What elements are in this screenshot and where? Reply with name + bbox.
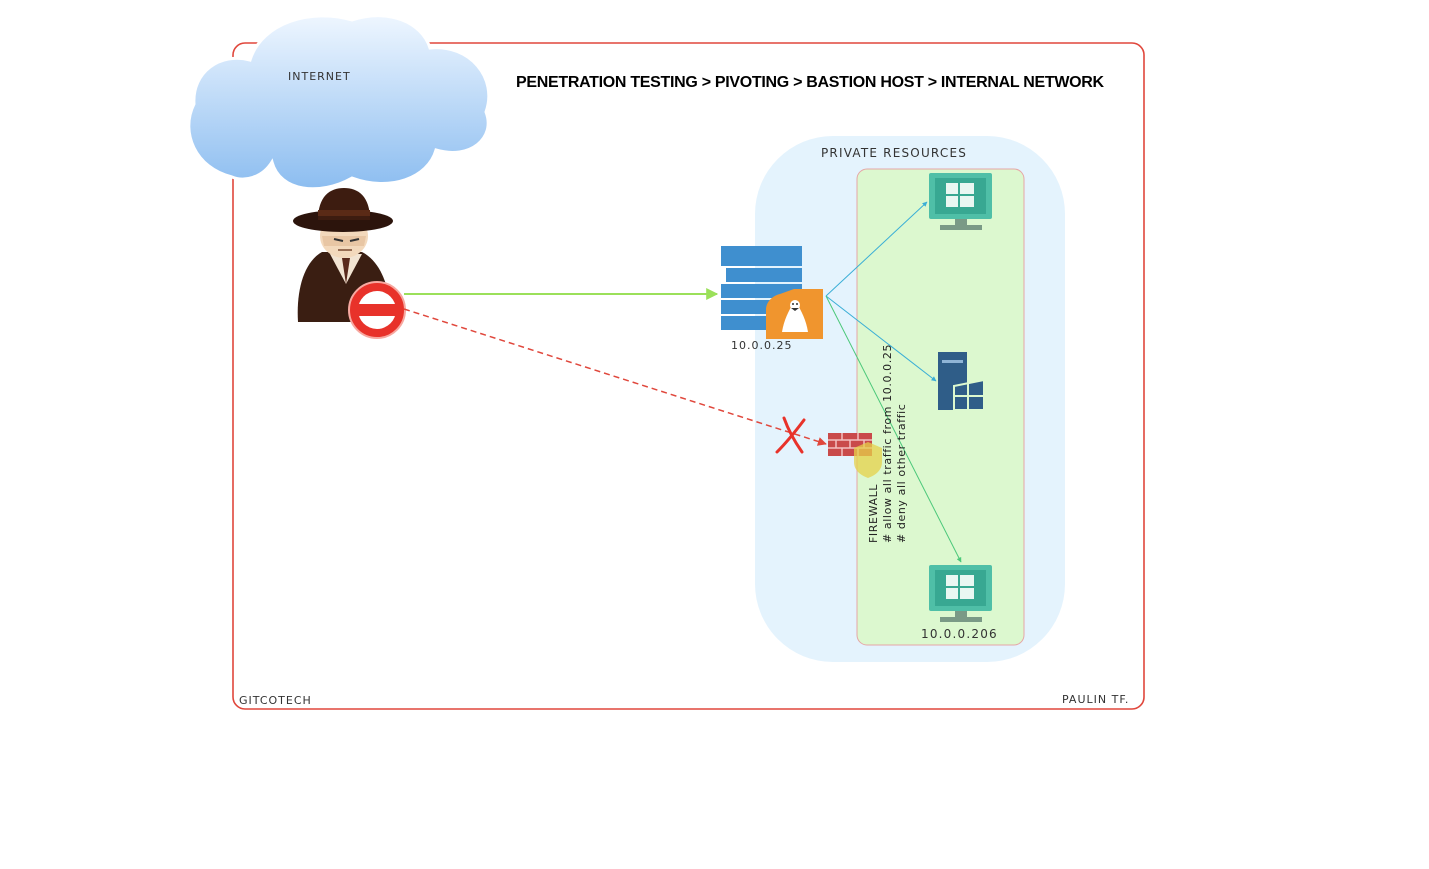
windows-desktop-icon [929, 173, 992, 230]
target-ip-label: 10.0.0.206 [921, 627, 998, 641]
private-resources-label: PRIVATE RESOURCES [821, 146, 968, 160]
hacker-icon [293, 188, 393, 322]
network-boundary-frame [232, 42, 1145, 710]
footer-right-label: PAULIN TF. [1062, 693, 1130, 706]
firewall-deny-rule: # deny all other traffic [895, 403, 908, 543]
cross-icon [775, 416, 806, 454]
linux-server-icon [721, 246, 823, 339]
blocked-connection-arrow [403, 308, 827, 446]
bastion-ip-label: 10.0.0.25 [731, 339, 793, 352]
footer-left-label: GITCOTECH [239, 694, 312, 707]
shield-icon [854, 442, 882, 478]
pivot-link-desktop-top [825, 201, 928, 297]
internet-label: INTERNET [288, 70, 351, 83]
firewall-label: FIREWALL [867, 483, 880, 543]
windows-server-icon [938, 352, 985, 411]
pivot-link-desktop-bottom [825, 295, 962, 563]
cloud-icon [187, 14, 491, 191]
pivot-link-server [825, 295, 937, 382]
target-desktop-icon [929, 565, 992, 622]
blocked-icon [348, 281, 406, 339]
diagram-title: PENETRATION TESTING > PIVOTING > BASTION… [516, 74, 1104, 91]
firewall-allow-rule: # allow all traffic from 10.0.0.25 [881, 343, 894, 543]
